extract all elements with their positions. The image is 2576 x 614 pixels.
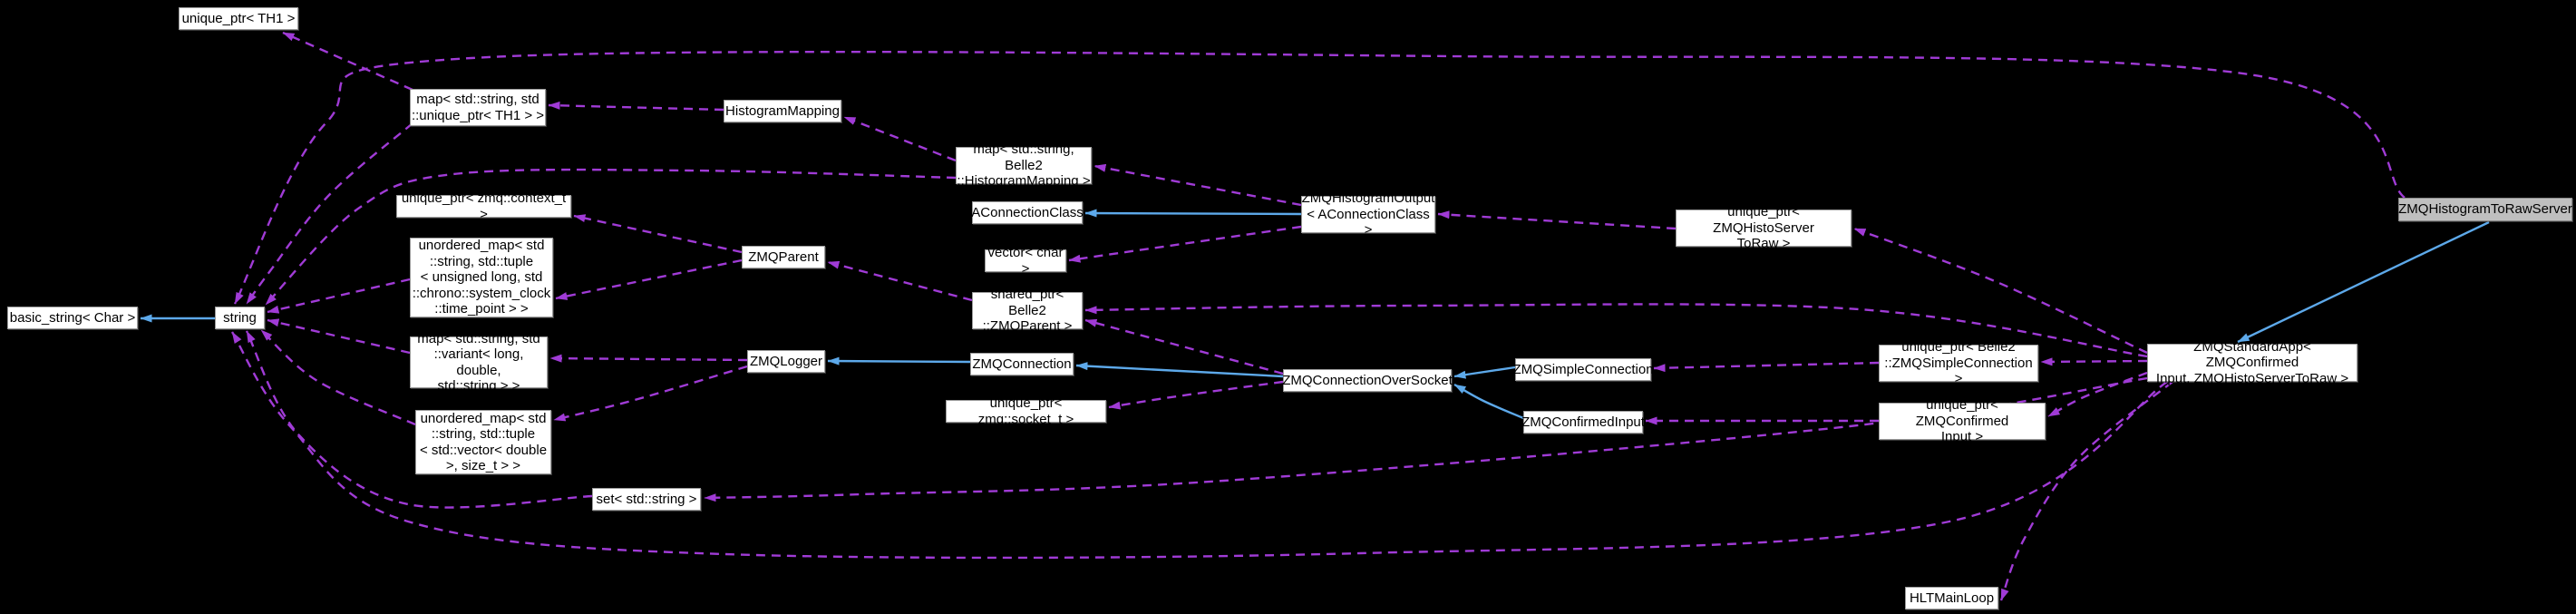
edge-zmq-standard-app-to-uptr-belle2-zmq-simple-connection xyxy=(2040,357,2148,366)
edge-zmq-histogram-output-to-aconnection-class xyxy=(1084,209,1302,218)
edge-unordered-map-vector-double-to-string xyxy=(260,329,416,426)
edge-uptr-belle2-zmq-simple-connection-to-zmq-simple-connection xyxy=(1653,361,1880,373)
edge-zmq-logger-to-map-string-variant xyxy=(549,354,748,363)
node-set-std-string[interactable]: set< std::string > xyxy=(592,488,701,511)
edge-map-string-histogram-mapping-to-string xyxy=(265,168,957,306)
edge-map-string-variant-to-string xyxy=(267,318,411,355)
node-zmq-histogram-output[interactable]: ZMQHistogramOutput < AConnectionClass > xyxy=(1301,190,1435,239)
node-shared-ptr-zmq-parent[interactable]: shared_ptr< Belle2 ::ZMQParent > xyxy=(972,287,1083,334)
edge-zmq-standard-app-to-hlt-main-loop xyxy=(1999,381,2173,601)
edge-zmq-standard-app-to-uptr-zmq-confirmed-input xyxy=(2047,371,2148,418)
node-vector-char[interactable]: vector< char > xyxy=(985,245,1066,277)
edge-zmq-simple-connection-to-zmq-connection-over-socket xyxy=(1453,365,1516,379)
node-zmq-connection-over-socket[interactable]: ZMQConnectionOverSocket xyxy=(1282,369,1453,392)
node-zmq-standard-app[interactable]: ZMQStandardApp< ZMQConfirmed Input, ZMQH… xyxy=(2147,339,2357,386)
node-uptr-belle2-zmq-simple-connection[interactable]: unique_ptr< Belle2 ::ZMQSimpleConnection… xyxy=(1879,339,2038,386)
node-zmq-simple-connection[interactable]: ZMQSimpleConnection xyxy=(1512,358,1654,381)
node-histogram-mapping[interactable]: HistogramMapping xyxy=(724,100,841,122)
edge-zmq-connection-over-socket-to-zmq-connection xyxy=(1075,362,1284,378)
node-unordered-map-vector-double[interactable]: unordered_map< std ::string, std::tuple … xyxy=(415,410,551,474)
node-basic-string-char[interactable]: basic_string< Char > xyxy=(7,307,138,329)
edge-uptr-zmq-histoserver-to-raw-to-zmq-histogram-output xyxy=(1437,210,1677,230)
node-map-string-uptr-th1[interactable]: map< std::string, std ::unique_ptr< TH1 … xyxy=(410,89,546,126)
node-hlt-main-loop[interactable]: HLTMainLoop xyxy=(1905,587,1998,609)
node-string[interactable]: string xyxy=(215,307,265,329)
edge-map-string-uptr-th1-to-string xyxy=(246,122,413,305)
edge-zmq-connection-over-socket-to-uptr-zmq-socket xyxy=(1108,380,1284,410)
edge-zmq-connection-over-socket-to-shared-ptr-zmq-parent xyxy=(1084,318,1284,375)
edge-shared-ptr-zmq-parent-to-zmq-parent xyxy=(827,260,973,302)
edge-zmq-logger-to-unordered-map-vector-double xyxy=(553,365,748,422)
node-aconnection-class[interactable]: AConnectionClass xyxy=(971,201,1084,224)
edge-map-string-histogram-mapping-to-histogram-mapping xyxy=(843,115,957,162)
edge-histogram-mapping-to-map-string-uptr-th1 xyxy=(548,101,724,112)
edge-zmq-parent-to-unordered-map-system-clock xyxy=(555,258,743,300)
node-uptr-th1[interactable]: unique_ptr< TH1 > xyxy=(179,7,298,30)
edge-zmq-standard-app-to-uptr-zmq-histoserver-to-raw xyxy=(1853,227,2148,355)
node-uptr-zmq-histoserver-to-raw[interactable]: unique_ptr< ZMQHistoServer ToRaw > xyxy=(1676,204,1852,251)
node-uptr-zmq-confirmed-input[interactable]: unique_ptr< ZMQConfirmed Input > xyxy=(1879,397,2046,444)
node-zmq-connection[interactable]: ZMQConnection xyxy=(970,353,1074,375)
edge-zmq-histogram-to-raw-server-to-zmq-standard-app xyxy=(2237,220,2490,344)
node-zmq-parent[interactable]: ZMQParent xyxy=(742,246,825,268)
node-zmq-logger[interactable]: ZMQLogger xyxy=(747,350,825,373)
edge-unordered-map-system-clock-to-string xyxy=(267,278,411,314)
edge-zmq-connection-to-zmq-logger xyxy=(827,356,971,365)
node-map-string-variant[interactable]: map< std::string, std ::variant< long, d… xyxy=(410,331,548,394)
node-map-string-histogram-mapping[interactable]: map< std::string, Belle2 ::HistogramMapp… xyxy=(956,141,1092,190)
node-zmq-confirmed-input[interactable]: ZMQConfirmedInput xyxy=(1521,411,1645,434)
node-unordered-map-system-clock[interactable]: unordered_map< std ::string, std::tuple … xyxy=(410,238,553,317)
edge-zmq-histogram-output-to-map-string-histogram-mapping xyxy=(1094,163,1302,207)
edge-zmq-parent-to-uptr-zmq-context xyxy=(573,214,743,254)
edge-zmq-histogram-output-to-vector-char xyxy=(1068,225,1302,263)
edge-zmq-confirmed-input-to-zmq-connection-over-socket xyxy=(1453,383,1524,420)
node-zmq-histogram-to-raw-server[interactable]: ZMQHistogramToRawServer xyxy=(2398,198,2572,221)
edge-zmq-standard-app-to-string xyxy=(230,331,2168,560)
node-uptr-zmq-context[interactable]: unique_ptr< zmq::context_t > xyxy=(396,190,571,222)
node-uptr-zmq-socket[interactable]: unique_ptr< zmq::socket_t > xyxy=(946,395,1106,427)
edge-map-string-uptr-th1-to-uptr-th1 xyxy=(282,31,413,92)
edge-zmq-histogram-to-raw-server-to-string xyxy=(233,50,2406,305)
edge-zmq-standard-app-to-shared-ptr-zmq-parent xyxy=(1084,303,2148,358)
edge-set-std-string-to-string xyxy=(245,330,593,509)
